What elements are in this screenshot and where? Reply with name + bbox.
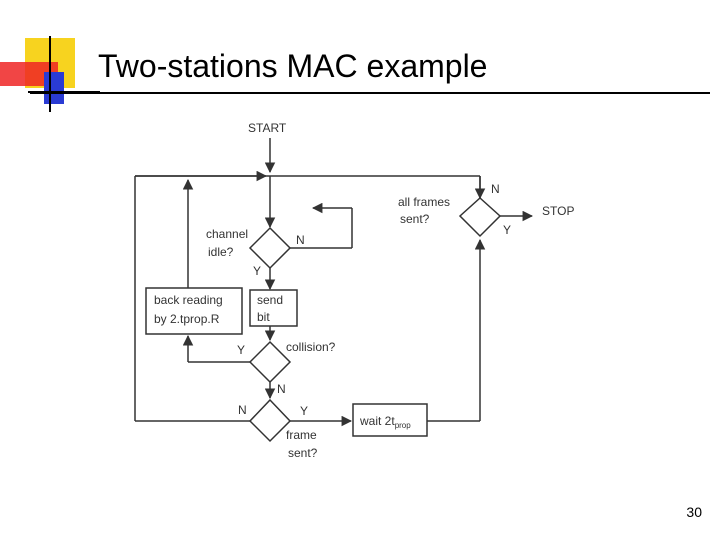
label-frame-line2: sent? (288, 446, 318, 460)
label-back-reading-line1: back reading (154, 293, 223, 307)
label-channel-line2: idle? (208, 245, 234, 259)
label-frame-no: N (238, 403, 247, 417)
label-frame-line1: frame (286, 428, 317, 442)
title-underline (30, 92, 710, 94)
diamond-collision (248, 340, 292, 384)
diamond-all-frames-sent (458, 196, 502, 238)
label-send-line2: bit (257, 310, 270, 324)
label-channel-line1: channel (206, 227, 248, 241)
label-send-line1: send (257, 293, 283, 307)
diamond-frame-sent (248, 398, 292, 443)
box-send-bit (249, 289, 298, 327)
page-number: 30 (686, 504, 702, 520)
label-channel-yes: Y (253, 264, 261, 278)
label-stop: STOP (542, 204, 574, 218)
label-collision-yes: Y (237, 343, 245, 357)
slide-logo (0, 36, 100, 112)
label-all-frames-no: N (491, 182, 500, 196)
label-all-frames-line1: all frames (398, 195, 450, 209)
label-collision-no: N (277, 382, 286, 396)
label-wait-main: wait 2t (359, 414, 395, 428)
label-all-frames-yes: Y (503, 223, 511, 237)
box-wait (352, 403, 428, 437)
label-start: START (248, 121, 287, 135)
label-wait: wait 2tprop (359, 414, 411, 430)
diamond-channel-idle (248, 226, 292, 270)
label-back-reading-line2: by 2.tprop.R (154, 312, 220, 326)
label-all-frames-line2: sent? (400, 212, 430, 226)
slide-title: Two-stations MAC example (98, 48, 488, 84)
label-channel-no: N (296, 233, 305, 247)
label-frame-yes: Y (300, 404, 308, 418)
label-wait-sub: prop (395, 421, 412, 430)
label-collision: collision? (286, 340, 336, 354)
box-back-reading (145, 287, 243, 335)
